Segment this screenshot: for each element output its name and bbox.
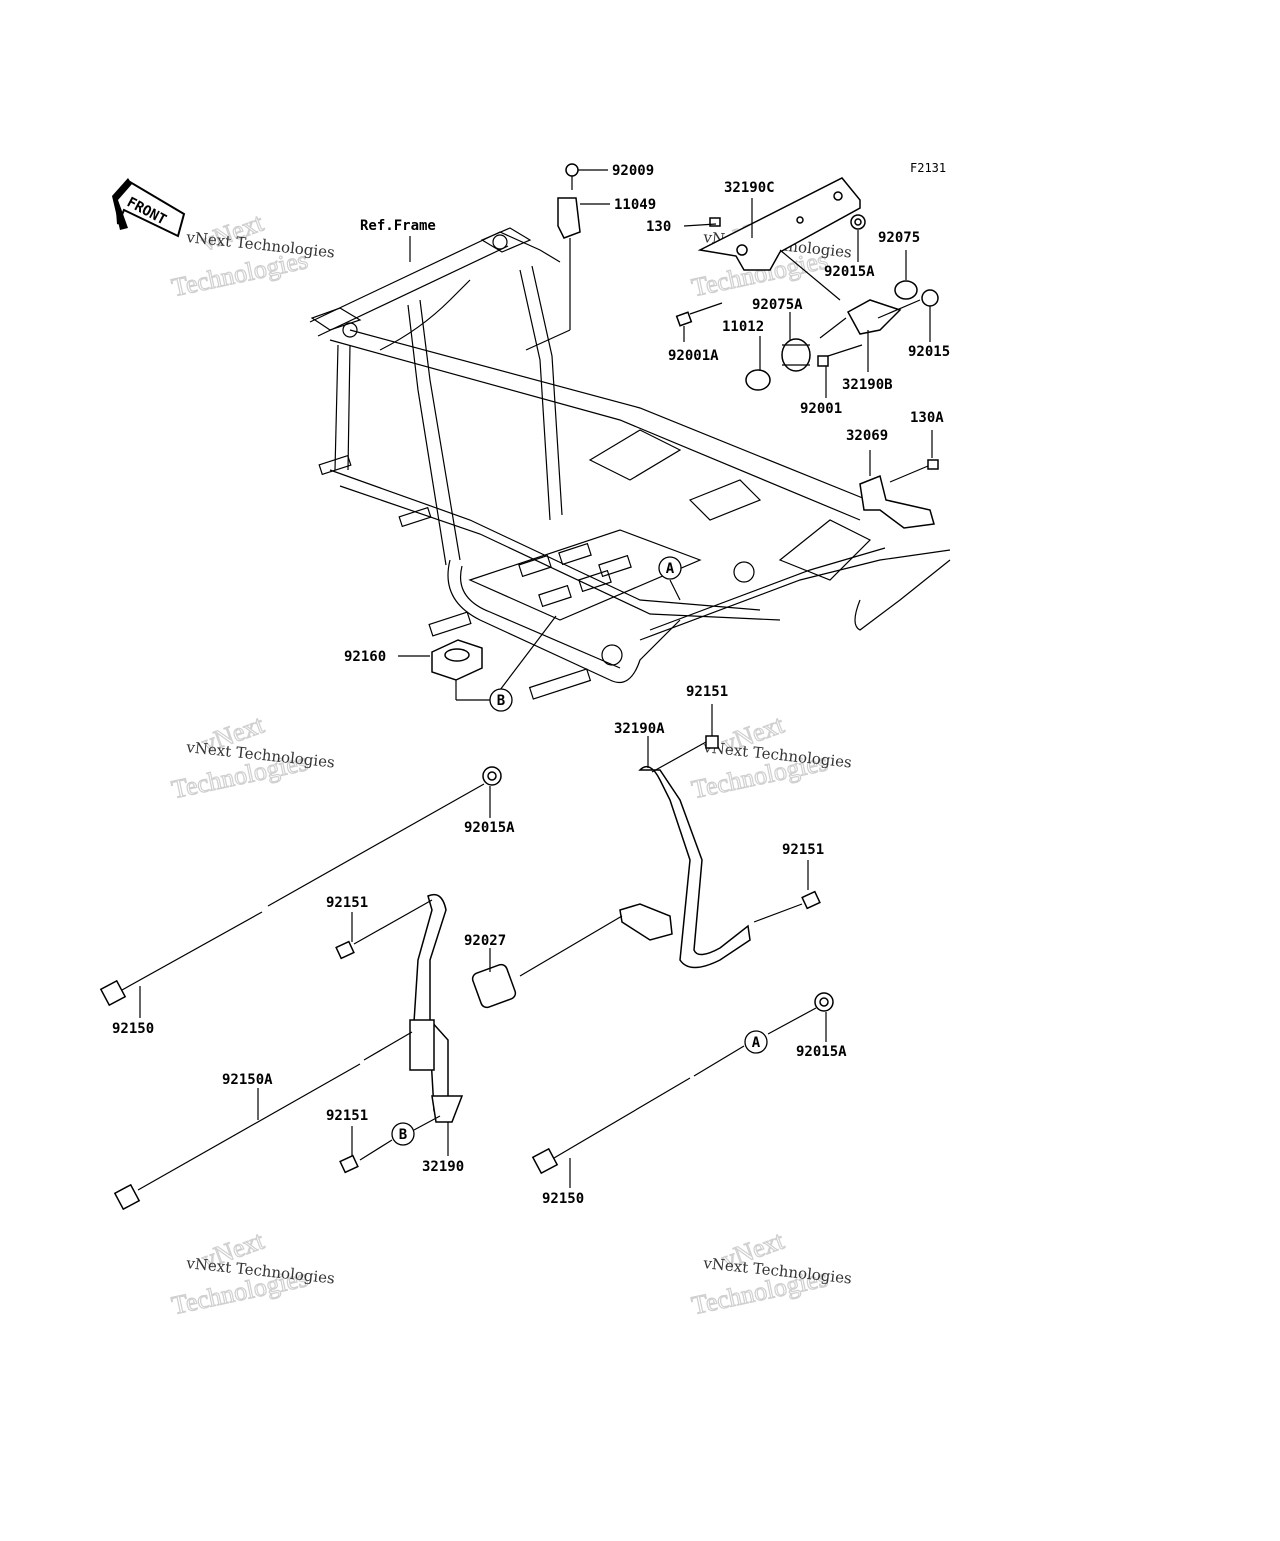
part-label-92015a-mid: 92015A xyxy=(464,820,515,836)
bolt-92151-a-icon xyxy=(705,735,719,749)
bolt-92001-icon xyxy=(817,355,829,367)
part-label-92151-right: 92151 xyxy=(782,842,824,858)
bolt-92150a-icon xyxy=(113,1183,141,1211)
svg-text:A: A xyxy=(752,1035,761,1051)
part-label-92150-right: 92150 xyxy=(542,1191,584,1207)
part-label-92160: 92160 xyxy=(344,649,386,665)
part-label-32069: 32069 xyxy=(846,428,888,444)
bracket-32190b-icon xyxy=(846,299,902,335)
part-label-92151-top: 92151 xyxy=(686,684,728,700)
callout-a-lower: A xyxy=(744,1030,768,1054)
part-label-32190b: 32190B xyxy=(842,377,893,393)
bolt-92151-b-icon xyxy=(801,890,821,910)
figure-code: F2131 xyxy=(910,161,946,175)
part-label-92150-left: 92150 xyxy=(112,1021,154,1037)
part-label-32190: 32190 xyxy=(422,1159,464,1175)
collar-92027-icon xyxy=(471,963,517,1009)
watermark-5: vNext Technologies vNext Technologies xyxy=(168,1225,335,1321)
nut-92015a-icon xyxy=(850,214,866,230)
part-label-92075: 92075 xyxy=(878,230,920,246)
watermark-1: vNext Technologies vNext Technologies xyxy=(168,207,335,303)
svg-text:B: B xyxy=(399,1127,407,1143)
bushing-92075a-icon xyxy=(781,338,811,372)
bolt-130a-icon xyxy=(927,459,939,470)
part-label-92001: 92001 xyxy=(800,401,842,417)
part-label-92001a: 92001A xyxy=(668,348,719,364)
bracket-32069-icon xyxy=(859,474,935,529)
part-label-92009: 92009 xyxy=(612,163,654,179)
part-label-92151-bottom: 92151 xyxy=(326,1108,368,1124)
part-label-92075a: 92075A xyxy=(752,297,803,313)
watermark-6: vNext Technologies vNext Technologies xyxy=(688,1225,852,1321)
part-label-130a: 130A xyxy=(910,410,944,426)
bracket-32190-icon xyxy=(413,893,449,1112)
part-label-11049: 11049 xyxy=(614,197,656,213)
frame-illustration xyxy=(309,227,951,700)
upper-bracket-assembly xyxy=(398,163,939,701)
rubber-92160-icon xyxy=(431,639,483,681)
washer-11012-icon xyxy=(745,369,771,391)
callout-b-lower: B xyxy=(391,1122,415,1146)
part-label-32190a: 32190A xyxy=(614,721,665,737)
svg-text:B: B xyxy=(497,693,505,709)
part-label-92015a-bottom: 92015A xyxy=(796,1044,847,1060)
bolt-92150-icon xyxy=(99,979,127,1007)
callout-a-upper: A xyxy=(658,556,682,580)
part-label-130: 130 xyxy=(646,219,671,235)
ref-frame-label: Ref.Frame xyxy=(360,218,436,234)
nut-92015a-lower-icon xyxy=(814,992,834,1012)
lower-parts xyxy=(99,704,834,1211)
nut-92015-icon xyxy=(921,289,939,307)
bracket-11049-icon xyxy=(557,197,581,239)
bolt-92150-right-icon xyxy=(531,1147,559,1175)
bolt-92001a-icon xyxy=(675,311,693,327)
part-label-92015: 92015 xyxy=(908,344,950,360)
callout-b-upper: B xyxy=(489,688,513,712)
bolt-130-icon xyxy=(709,217,721,227)
bolt-92151-d-icon xyxy=(339,1154,359,1174)
watermark-3: vNext Technologies vNext Technologies xyxy=(168,709,335,805)
part-label-11012: 11012 xyxy=(722,319,764,335)
svg-text:A: A xyxy=(666,561,675,577)
washer-92075-icon xyxy=(894,280,918,300)
bolt-92151-c-icon xyxy=(335,940,355,960)
watermark-4: vNext Technologies vNext Technologies xyxy=(688,709,852,805)
part-label-92015a-top: 92015A xyxy=(824,264,875,280)
nut-92015a-upper-icon xyxy=(482,766,502,786)
part-label-92150a: 92150A xyxy=(222,1072,273,1088)
part-label-32190c: 32190C xyxy=(724,180,775,196)
part-label-92151-left: 92151 xyxy=(326,895,368,911)
screw-92009-icon xyxy=(565,163,579,177)
part-label-92027: 92027 xyxy=(464,933,506,949)
front-arrow-icon: FRONT xyxy=(112,178,186,238)
